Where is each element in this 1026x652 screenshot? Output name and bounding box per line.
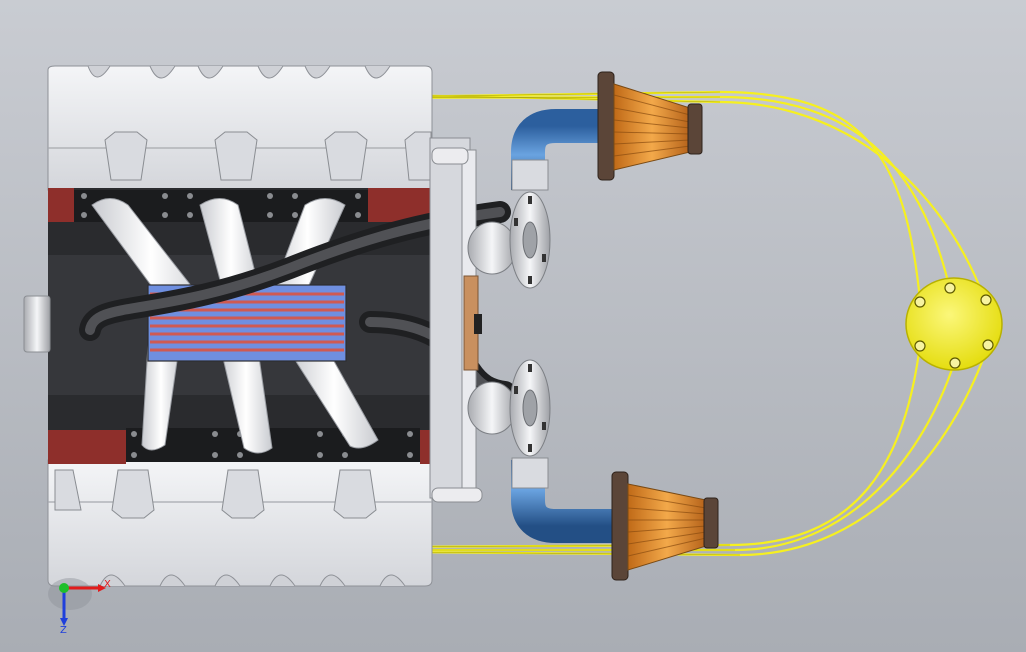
turbo-upper[interactable] [467,191,551,289]
x-axis-label: X [104,579,111,590]
distributor[interactable] [905,277,1003,371]
coordinate-triad: X Z [48,578,111,636]
intake-elbows[interactable] [511,109,620,543]
y-axis-dot [59,583,69,593]
turbo-lower[interactable] [467,359,551,457]
air-filter-upper[interactable] [597,71,703,181]
front-cover[interactable] [429,137,483,503]
z-axis-label: Z [60,625,67,636]
air-filter-lower[interactable] [611,471,719,581]
